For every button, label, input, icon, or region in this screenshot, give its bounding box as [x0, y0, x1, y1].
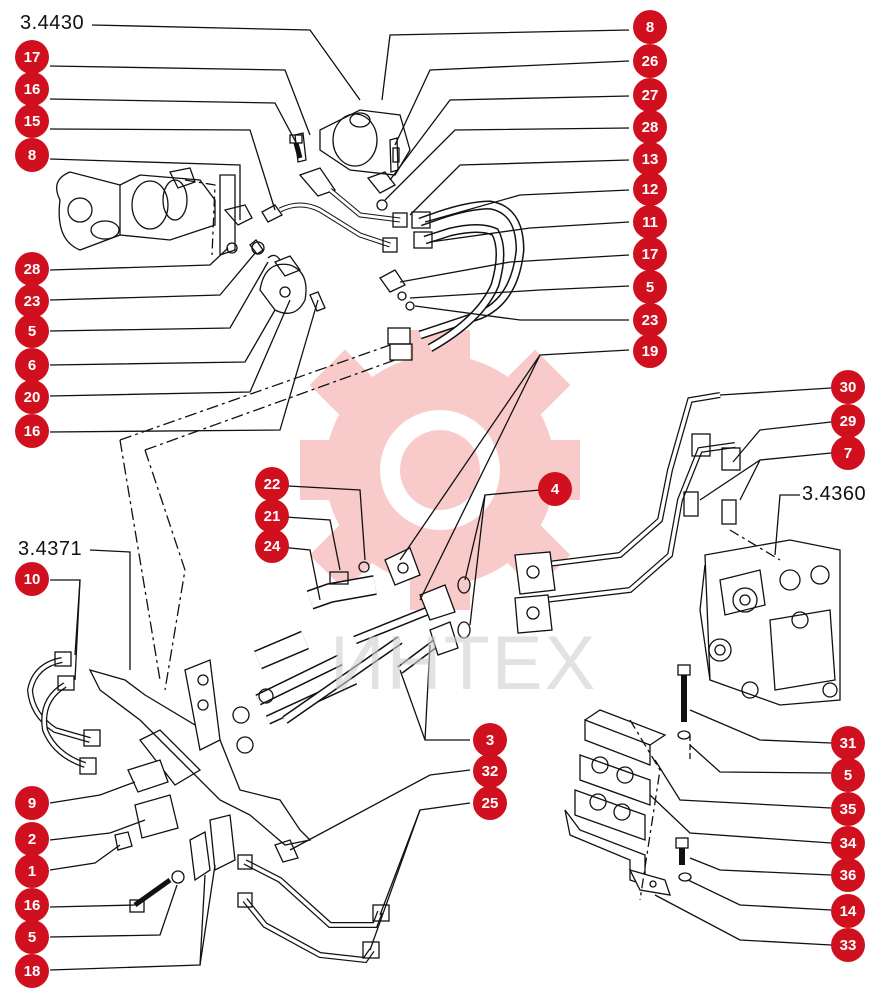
callout-badge: 8	[633, 10, 667, 44]
watermark-text: ИНТЕХ	[330, 621, 598, 706]
callout-badge: 18	[15, 954, 49, 988]
callout-badge: 28	[633, 110, 667, 144]
callout-badge: 2	[15, 822, 49, 856]
callout-badge: 10	[15, 562, 49, 596]
callout-badge: 15	[15, 104, 49, 138]
callout-badge: 5	[831, 758, 865, 792]
callout-badge: 17	[633, 237, 667, 271]
callout-badge: 5	[15, 314, 49, 348]
callout-badge: 9	[15, 786, 49, 820]
callout-badge: 19	[633, 334, 667, 368]
callout-badge: 14	[831, 894, 865, 928]
callout-badge: 13	[633, 142, 667, 176]
callout-badge: 29	[831, 404, 865, 438]
callout-badge: 22	[255, 467, 289, 501]
callout-badge: 21	[255, 499, 289, 533]
callout-badge: 35	[831, 792, 865, 826]
callout-badge: 7	[831, 436, 865, 470]
callout-badge: 11	[633, 205, 667, 239]
callout-badge: 28	[15, 252, 49, 286]
callout-badge: 25	[473, 786, 507, 820]
callout-badge: 34	[831, 826, 865, 860]
drawing-lines	[26, 24, 841, 971]
reference-3-4371: 3.4371	[18, 538, 83, 560]
callout-badge: 30	[831, 370, 865, 404]
callout-badge: 16	[15, 888, 49, 922]
callout-badge: 5	[15, 920, 49, 954]
callout-badge: 23	[633, 303, 667, 337]
callout-badge: 8	[15, 138, 49, 172]
reference-3-4430: 3.4430	[20, 12, 85, 34]
callout-badge: 31	[831, 726, 865, 760]
reference-3-4360: 3.4360	[802, 483, 867, 505]
callout-badge: 17	[15, 40, 49, 74]
callout-badge: 36	[831, 858, 865, 892]
callout-badge: 16	[15, 414, 49, 448]
callout-badge: 6	[15, 348, 49, 382]
callout-badge: 27	[633, 78, 667, 112]
callout-badge: 32	[473, 754, 507, 788]
callout-badge: 26	[633, 44, 667, 78]
callout-badge: 16	[15, 72, 49, 106]
callout-badge: 20	[15, 380, 49, 414]
callout-badge: 1	[15, 854, 49, 888]
callout-badge: 3	[473, 723, 507, 757]
callout-badge: 33	[831, 928, 865, 962]
callout-badge: 4	[538, 472, 572, 506]
callout-badge: 12	[633, 172, 667, 206]
callout-badge: 24	[255, 529, 289, 563]
callout-badge: 23	[15, 284, 49, 318]
callout-badge: 5	[633, 270, 667, 304]
